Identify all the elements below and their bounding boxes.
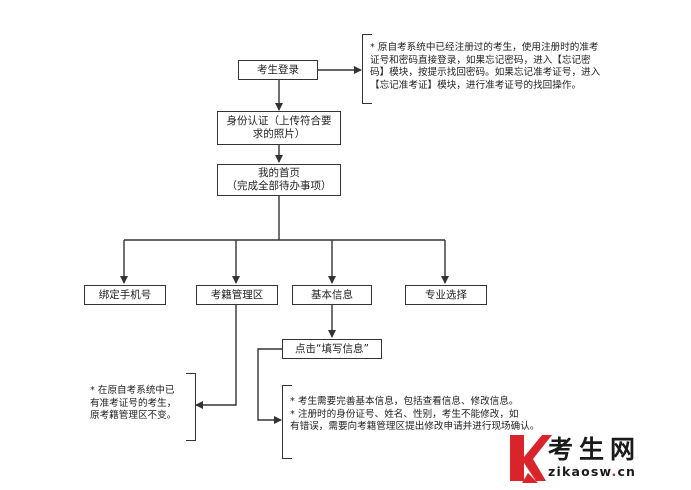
basic-info-label: 基本信息 (311, 288, 353, 301)
registry-note-line: 有准考证号的考生， (90, 397, 177, 409)
registry-note-line: * 在原自考系统中已 (90, 385, 175, 396)
login-box: 考生登录 (238, 60, 318, 80)
basic-info-box: 基本信息 (292, 285, 372, 305)
registry-label: 考籍管理区 (210, 288, 264, 301)
login-note-bracket (362, 34, 372, 104)
identity-label-line2: 求的照片） (252, 128, 306, 140)
logo-url-dot: . (611, 464, 618, 479)
home-box: 我的首页 （完成全部待办事项） (217, 164, 341, 196)
arrow-fill-to-note (257, 348, 282, 424)
registry-note: * 在原自考系统中已 有准考证号的考生， 原考籍管理区不变。 (90, 385, 190, 423)
basic-note-line: * 注册时的身份证号、姓名、性别，考生不能修改，如 (290, 408, 519, 420)
logo-url-part1: zikaosw (548, 464, 612, 479)
fill-info-box: 点击“填写信息” (282, 339, 382, 359)
zikaosw-logo-icon (510, 435, 552, 483)
logo-url-text: zikaosw.cn (548, 464, 636, 479)
login-label: 考生登录 (257, 63, 299, 76)
arrow-registry-to-note (195, 305, 237, 409)
identity-label-line1: 身份认证（上传符合要 (226, 115, 332, 127)
home-label-line1: 我的首页 (258, 167, 300, 179)
basic-note: * 考生需要完善基本信息，包括查看信息、修改信息。 * 注册时的身份证号、姓名、… (290, 396, 560, 434)
bind-phone-label: 绑定手机号 (98, 288, 152, 301)
logo-brand-text: 考生网 (548, 435, 642, 464)
registry-note-bracket (186, 373, 196, 441)
basic-note-line: 有错误，需要向考籍管理区提出修改申请并进行现场确认。 (290, 421, 540, 433)
login-note-line: 码】模块，按提示找回密码。如果忘记准考证号，进入 (370, 67, 601, 79)
basic-note-line: * 考生需要完善基本信息，包括查看信息、修改信息。 (290, 396, 519, 407)
login-note-line: 【忘记准考证】模块，进行准考证号的找回操作。 (370, 79, 582, 91)
bind-phone-box: 绑定手机号 (84, 285, 166, 305)
registry-note-line: 原考籍管理区不变。 (90, 410, 177, 422)
major-box: 专业选择 (405, 285, 487, 305)
login-note-line: 证号和密码直接登录，如果忘记密码，进入【忘记密 (370, 54, 591, 66)
login-note-line: * 原自考系统中已经注册过的考生，使用注册时的准考 (370, 42, 599, 53)
major-label: 专业选择 (425, 288, 467, 301)
identity-box: 身份认证（上传符合要 求的照片） (217, 111, 341, 145)
logo-url-part2: cn (617, 464, 637, 479)
registry-box: 考籍管理区 (196, 285, 278, 305)
login-note: * 原自考系统中已经注册过的考生，使用注册时的准考 证号和密码直接登录，如果忘记… (370, 42, 660, 92)
basic-note-bracket (282, 385, 292, 459)
fill-info-label: 点击“填写信息” (295, 342, 369, 355)
home-label-line2: （完成全部待办事项） (226, 180, 332, 192)
